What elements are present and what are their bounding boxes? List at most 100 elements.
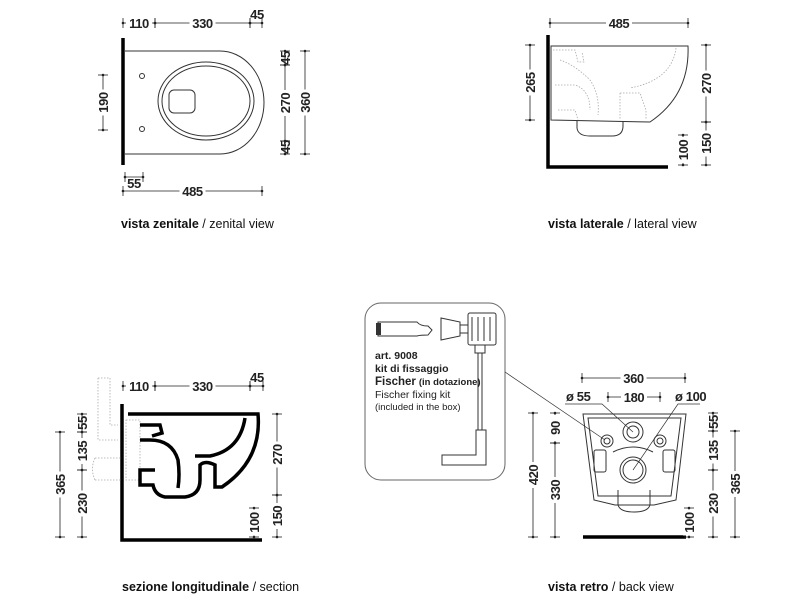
dimension-dot xyxy=(153,384,157,388)
flange-hidden xyxy=(125,419,141,481)
dimension-dot xyxy=(252,535,256,539)
dimension: 270 xyxy=(270,412,285,497)
dimension-dot xyxy=(283,152,287,156)
dimension-dot xyxy=(553,411,557,415)
dimension-label: 360 xyxy=(298,92,313,113)
outlet-100-inner xyxy=(622,459,644,481)
dimension-dot xyxy=(121,384,125,388)
dimension-label: 45 xyxy=(250,7,264,22)
inlet-55 xyxy=(622,421,644,443)
dimension-dot xyxy=(711,429,715,433)
dimension-label: 100 xyxy=(247,512,262,533)
dimension-dot xyxy=(553,535,557,539)
dimension-dot xyxy=(275,535,279,539)
dimension-dot xyxy=(531,535,535,539)
fixing-hole-inner xyxy=(656,437,664,445)
dimension: 180 xyxy=(606,390,662,405)
dimension-label: 45 xyxy=(278,51,293,65)
dimension-dot xyxy=(711,411,715,415)
seat-opening xyxy=(161,65,251,137)
kit-name-it: kit di fissaggio xyxy=(375,363,449,375)
fixing-hole xyxy=(139,73,145,79)
back-view: ø 55 ø 100 xyxy=(565,389,707,539)
dimension-dot xyxy=(260,21,264,25)
dimension: 265 xyxy=(523,43,538,122)
section-view xyxy=(92,377,262,542)
dimension: 230 xyxy=(75,468,90,539)
dimension-dot xyxy=(683,376,687,380)
dimension: 55 xyxy=(706,411,721,433)
bowl-back-inner xyxy=(587,417,682,497)
dimension-dot xyxy=(121,21,125,25)
inlet-55-inner xyxy=(626,425,640,439)
dimension: 485 xyxy=(548,16,690,31)
leader-line xyxy=(504,371,606,441)
dimension: 150 xyxy=(699,120,714,167)
dimension: 270 xyxy=(278,63,293,143)
dimension-label: 485 xyxy=(609,16,630,31)
dimension-dot xyxy=(687,535,691,539)
dimension-dot xyxy=(58,430,62,434)
dimension: 230 xyxy=(706,468,721,539)
dimension-label: 230 xyxy=(75,493,90,514)
dimension-dot xyxy=(248,384,252,388)
dimension-label: 150 xyxy=(699,133,714,154)
dimension-dot xyxy=(733,429,737,433)
diameter-leaders xyxy=(565,403,700,471)
dimension: 135 xyxy=(75,430,90,472)
dimension-dot xyxy=(704,163,708,167)
dimension-label: 55 xyxy=(75,416,90,430)
dimension-label: 330 xyxy=(548,480,563,501)
wall-floor-line xyxy=(120,404,262,542)
dimension: 330 xyxy=(548,441,563,539)
dimension-label: 365 xyxy=(53,474,68,495)
dimension-label: 330 xyxy=(192,379,213,394)
dimension: 365 xyxy=(53,430,68,539)
rim-arc xyxy=(612,446,654,453)
dimension-dot xyxy=(275,412,279,416)
dimension-dot xyxy=(580,376,584,380)
hidden-lines xyxy=(553,47,677,121)
dimension-dot xyxy=(704,43,708,47)
dimension: 360 xyxy=(580,371,687,386)
dimension: 100 xyxy=(676,133,691,167)
dimension: 485 xyxy=(121,184,264,199)
dimension-label: 135 xyxy=(75,441,90,462)
dimension-dot xyxy=(528,43,532,47)
caption-lateral: vista laterale / lateral view xyxy=(548,217,698,231)
diameter-large-label: ø 100 xyxy=(675,389,706,404)
dimension-dot xyxy=(80,468,84,472)
fixing-kit-panel: art. 9008 kit di fissaggio Fischer (in d… xyxy=(364,302,606,481)
dimension: 45 xyxy=(248,370,265,391)
dimension-dot xyxy=(80,535,84,539)
dimension-dot xyxy=(687,506,691,510)
dimension-label: 270 xyxy=(270,444,285,465)
dimension-label: 190 xyxy=(96,92,111,113)
diameter-small-label: ø 55 xyxy=(566,389,591,404)
dimension-dot xyxy=(101,128,105,132)
fixing-hole xyxy=(139,126,145,132)
dimension: 135 xyxy=(706,429,721,472)
lateral-view xyxy=(546,35,689,169)
pipe-hidden-lines xyxy=(92,377,122,481)
wall-plug-icon xyxy=(377,321,433,337)
dimension-dot xyxy=(711,468,715,472)
dimension-label: 100 xyxy=(676,140,691,161)
side-slot xyxy=(662,449,676,473)
dimension-dot xyxy=(260,189,264,193)
kit-box xyxy=(364,302,506,481)
dimension-dot xyxy=(261,384,265,388)
dimension-dot xyxy=(733,535,737,539)
dimension: 420 xyxy=(526,411,541,539)
dimension-label: 110 xyxy=(129,379,149,394)
kit-brand-line: Fischer (in dotazione) xyxy=(375,376,481,388)
dimension: 45 xyxy=(278,49,293,67)
dimension-dot xyxy=(531,411,535,415)
bowl-back-outline xyxy=(582,413,687,506)
dimension-label: 485 xyxy=(182,184,203,199)
bowl-foot xyxy=(617,490,651,513)
dimension: 365 xyxy=(728,429,743,539)
dimension-dot xyxy=(141,175,145,179)
dimension-dot xyxy=(548,21,552,25)
bowl-section-outer xyxy=(128,412,261,499)
